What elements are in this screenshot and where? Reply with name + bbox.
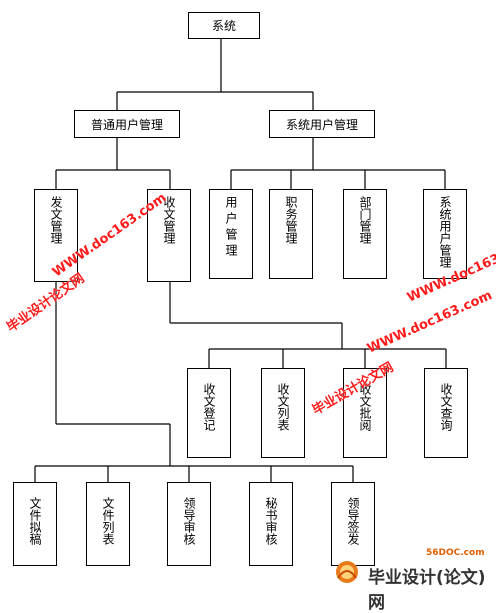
node-recv-approve: 收文批阅	[343, 368, 387, 458]
node-normal-user-mgmt-label: 普通用户管理	[90, 117, 163, 132]
node-leader-sign: 领导签发	[331, 482, 375, 566]
node-user-mgmt-label: 用户管理	[224, 196, 238, 260]
node-recv-doc-mgmt-label: 收文管理	[162, 196, 176, 244]
node-user-mgmt: 用户管理	[209, 189, 253, 279]
node-recv-register-label: 收文登记	[202, 383, 216, 431]
node-system-user-mgmt-label: 系统用户管理	[285, 117, 358, 132]
site-logo: 56DOC.com 毕业设计(论文)网	[332, 548, 494, 613]
node-leader-sign-label: 领导签发	[346, 497, 360, 545]
logo-icon	[336, 561, 358, 583]
node-dept-mgmt: 部门管理	[343, 189, 387, 279]
node-recv-list: 收文列表	[261, 368, 305, 458]
node-doc-list: 文件列表	[86, 482, 130, 566]
node-position-mgmt-label: 职务管理	[284, 196, 298, 244]
node-recv-approve-label: 收文批阅	[358, 383, 372, 431]
node-system-user-mgmt: 系统用户管理	[269, 110, 375, 138]
node-send-doc-mgmt: 发文管理	[34, 189, 78, 282]
node-root: 系统	[188, 12, 260, 39]
node-doc-list-label: 文件列表	[101, 497, 115, 545]
node-normal-user-mgmt: 普通用户管理	[74, 110, 180, 138]
node-doc-draft-label: 文件拟稿	[28, 497, 42, 545]
node-recv-register: 收文登记	[187, 368, 231, 458]
node-doc-draft: 文件拟稿	[13, 482, 57, 566]
node-recv-query: 收文查询	[424, 368, 468, 458]
node-system-user-mgmt-leaf-label: 系统用户管理	[438, 196, 452, 268]
node-send-doc-mgmt-label: 发文管理	[49, 196, 63, 244]
node-recv-query-label: 收文查询	[439, 383, 453, 431]
node-recv-list-label: 收文列表	[276, 383, 290, 431]
node-recv-doc-mgmt: 收文管理	[147, 189, 191, 282]
node-dept-mgmt-label: 部门管理	[358, 196, 372, 244]
node-position-mgmt: 职务管理	[269, 189, 313, 279]
node-secretary-review-label: 秘书审核	[264, 497, 278, 545]
node-leader-review: 领导审核	[167, 482, 211, 566]
connector-lines	[34, 38, 447, 482]
node-secretary-review: 秘书审核	[249, 482, 293, 566]
logo-text: 毕业设计(论文)网	[368, 568, 486, 613]
node-leader-review-label: 领导审核	[182, 497, 196, 545]
node-root-label: 系统	[211, 19, 236, 33]
logo-site-text: 56DOC.com	[426, 548, 485, 558]
node-system-user-mgmt-leaf: 系统用户管理	[423, 189, 467, 279]
